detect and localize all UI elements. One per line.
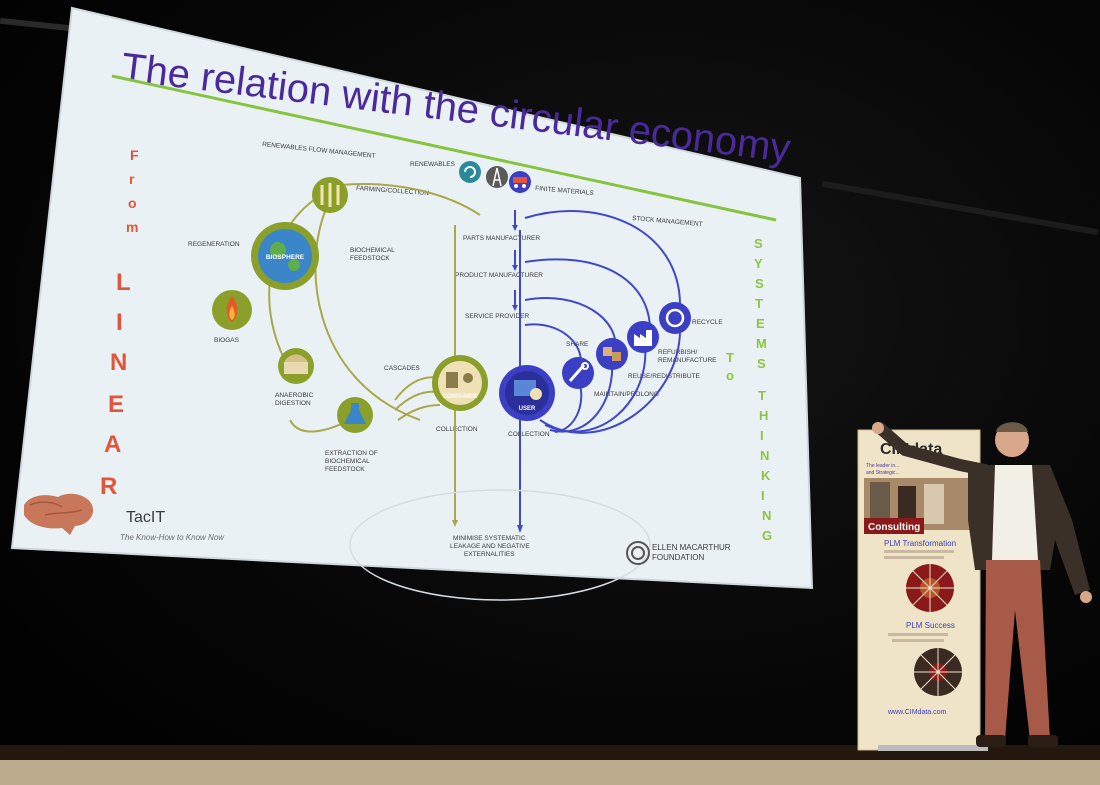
recycle-icon <box>659 302 691 334</box>
svg-text:ANAEROBIC: ANAEROBIC <box>275 392 314 399</box>
anaerobic-digestion-icon <box>278 348 314 384</box>
svg-text:N: N <box>762 508 771 523</box>
svg-text:MAINTAIN/PROLONG: MAINTAIN/PROLONG <box>594 391 659 398</box>
svg-text:I: I <box>760 428 764 443</box>
ellen-macarthur-logo: ELLEN MACARTHUR FOUNDATION <box>626 541 731 565</box>
svg-text:H: H <box>759 408 768 423</box>
svg-text:REGENERATION: REGENERATION <box>188 241 240 248</box>
tacit-wordmark: TacIT <box>126 509 165 526</box>
svg-text:USER: USER <box>519 406 536 412</box>
svg-text:PRODUCT MANUFACTURER: PRODUCT MANUFACTURER <box>455 272 543 279</box>
svg-text:T: T <box>726 350 734 365</box>
svg-text:REMANUFACTURE: REMANUFACTURE <box>658 357 717 364</box>
svg-text:R: R <box>100 473 117 500</box>
user-node: USER <box>499 365 555 421</box>
svg-text:FEEDSTOCK: FEEDSTOCK <box>325 466 365 473</box>
svg-text:BIOGAS: BIOGAS <box>214 337 240 344</box>
svg-text:m: m <box>126 219 138 235</box>
extraction-flask-icon <box>337 397 373 433</box>
reuse-boxes-icon <box>596 338 628 370</box>
svg-text:Y: Y <box>754 256 763 271</box>
svg-text:G: G <box>762 528 772 543</box>
svg-text:L: L <box>116 269 131 296</box>
svg-text:F: F <box>130 147 139 163</box>
left-from-label: F r o m <box>126 147 139 235</box>
stage-edge <box>0 760 1100 785</box>
svg-text:N: N <box>760 448 769 463</box>
svg-text:I: I <box>116 309 123 336</box>
left-linear-label: L I N E A R <box>100 269 131 500</box>
svg-text:EXTERNALITIES: EXTERNALITIES <box>464 551 515 558</box>
svg-text:BIOSPHERE: BIOSPHERE <box>266 254 305 261</box>
svg-text:r: r <box>129 171 135 187</box>
renewables-icon <box>459 161 481 183</box>
svg-text:E: E <box>756 316 765 331</box>
svg-text:DIGESTION: DIGESTION <box>275 400 311 407</box>
svg-text:COLLECTION: COLLECTION <box>436 426 478 433</box>
svg-text:COLLECTION: COLLECTION <box>508 431 550 438</box>
svg-text:N: N <box>110 349 127 376</box>
consumer-node: CONSUMER <box>432 355 488 411</box>
svg-text:PLM Success: PLM Success <box>906 621 955 630</box>
svg-text:RENEWABLES: RENEWABLES <box>410 161 456 168</box>
svg-text:EXTRACTION OF: EXTRACTION OF <box>325 450 378 457</box>
svg-text:REUSE/REDISTRIBUTE: REUSE/REDISTRIBUTE <box>628 373 701 380</box>
svg-text:PLM Transformation: PLM Transformation <box>884 539 956 548</box>
svg-text:LEAKAGE AND NEGATIVE: LEAKAGE AND NEGATIVE <box>450 543 530 550</box>
svg-text:S: S <box>755 276 764 291</box>
maintain-wrench-icon <box>562 357 594 389</box>
svg-text:S: S <box>757 356 766 371</box>
refurbish-factory-icon <box>627 321 659 353</box>
right-systems-label: S Y S T E M S <box>754 236 767 371</box>
svg-text:CONSUMER: CONSUMER <box>442 394 478 400</box>
svg-text:FOUNDATION: FOUNDATION <box>652 553 705 562</box>
svg-text:www.CIMdata.com: www.CIMdata.com <box>887 709 947 716</box>
farming-icon <box>312 177 348 213</box>
svg-text:SHARE: SHARE <box>566 341 589 348</box>
biosphere-node: BIOSPHERE <box>251 222 319 290</box>
svg-text:SERVICE PROVIDER: SERVICE PROVIDER <box>465 313 529 320</box>
svg-text:K: K <box>761 468 771 483</box>
svg-text:MINIMISE SYSTEMATIC: MINIMISE SYSTEMATIC <box>453 535 526 542</box>
svg-text:E: E <box>108 391 124 418</box>
svg-text:S: S <box>754 236 763 251</box>
svg-text:Consulting: Consulting <box>868 522 920 533</box>
diagram-labels: RENEWABLES FLOW MANAGEMENT RENEWABLES FI… <box>188 141 723 558</box>
biogas-icon <box>212 290 252 330</box>
svg-text:CASCADES: CASCADES <box>384 365 420 372</box>
oil-rig-icon <box>486 166 508 188</box>
mining-truck-icon <box>509 171 531 193</box>
svg-text:A: A <box>104 431 121 458</box>
svg-text:I: I <box>761 488 765 503</box>
svg-text:The leader in...: The leader in... <box>866 463 899 469</box>
svg-text:RECYCLE: RECYCLE <box>692 319 723 326</box>
svg-text:BIOCHEMICAL: BIOCHEMICAL <box>325 458 370 465</box>
svg-text:T: T <box>755 296 763 311</box>
flow-arrowheads <box>452 225 523 533</box>
svg-text:BIOCHEMICAL: BIOCHEMICAL <box>350 247 395 254</box>
leakage-ellipse <box>349 489 651 601</box>
svg-text:and Strategic...: and Strategic... <box>866 470 900 476</box>
svg-text:M: M <box>756 336 767 351</box>
right-thinking-label: T H I N K I N G <box>758 388 772 543</box>
svg-text:o: o <box>128 195 137 211</box>
svg-text:ELLEN MACARTHUR: ELLEN MACARTHUR <box>652 543 731 552</box>
svg-text:FEEDSTOCK: FEEDSTOCK <box>350 255 390 262</box>
presenter <box>872 422 1092 747</box>
projection-slide: The relation with the circular economy F… <box>10 6 814 601</box>
tacit-logo: TacIT The Know-How to Know Now <box>24 493 225 542</box>
svg-text:PARTS MANUFACTURER: PARTS MANUFACTURER <box>463 235 540 242</box>
title-underline <box>111 74 777 222</box>
tacit-tagline: The Know-How to Know Now <box>120 533 225 542</box>
right-to-label: T o <box>726 350 734 383</box>
svg-text:o: o <box>726 368 734 383</box>
svg-text:T: T <box>758 388 766 403</box>
